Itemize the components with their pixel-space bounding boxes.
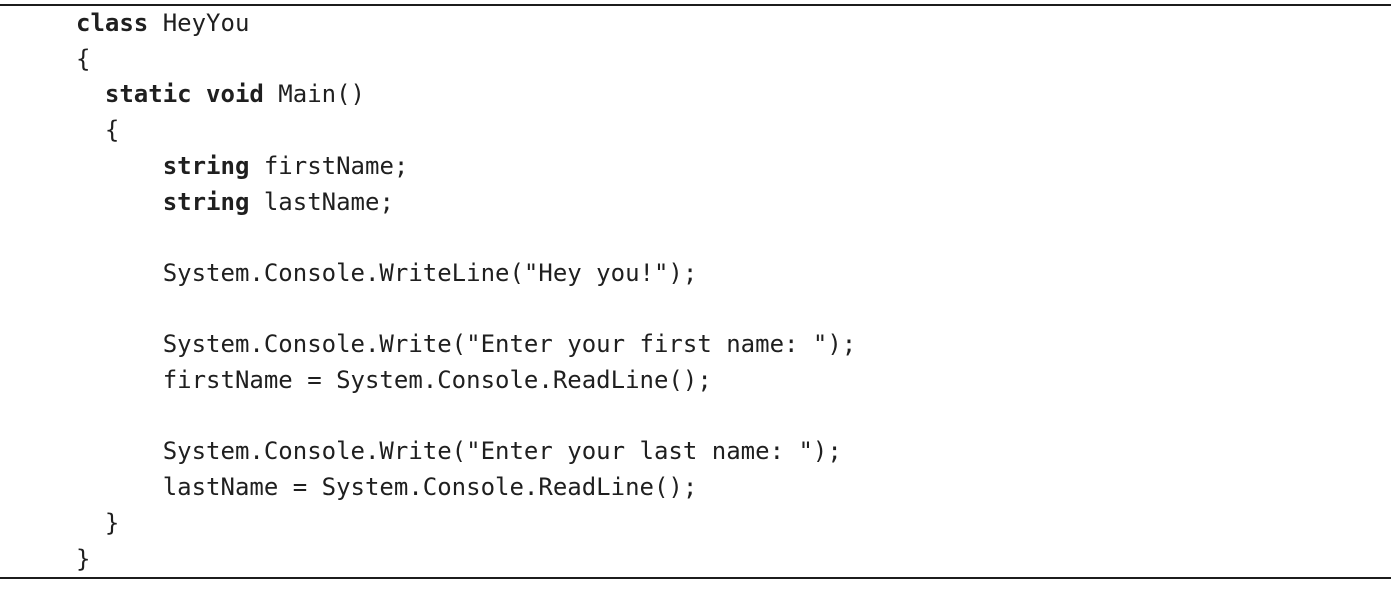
code-line: static void Main() [76, 77, 1391, 113]
code-text: System.Console.WriteLine("Hey you!"); [76, 258, 698, 287]
code-line [76, 292, 1391, 328]
code-text: } [76, 508, 120, 537]
code-text: HeyYou [148, 9, 250, 37]
code-text: firstName; [249, 151, 409, 180]
code-line: } [76, 506, 1391, 542]
code-line: { [76, 113, 1391, 149]
code-line: } [76, 542, 1391, 578]
code-line: string firstName; [76, 149, 1391, 185]
code-text: lastName = System.Console.ReadLine(); [76, 473, 698, 502]
code-text: firstName = System.Console.ReadLine(); [76, 366, 712, 394]
code-line: firstName = System.Console.ReadLine(); [76, 363, 1391, 399]
code-text [76, 80, 105, 108]
code-text: } [76, 544, 91, 573]
code-text: System.Console.Write("Enter your first n… [76, 330, 857, 359]
top-rule [0, 4, 1391, 6]
code-text: { [76, 116, 120, 145]
code-text [76, 152, 163, 180]
code-line [76, 220, 1391, 256]
bottom-rule [0, 577, 1391, 580]
code-text [76, 188, 163, 216]
code-keyword: static void [104, 80, 264, 109]
code-line: System.Console.WriteLine("Hey you!"); [76, 256, 1391, 292]
code-text: Main() [263, 80, 366, 109]
code-line: System.Console.Write("Enter your first n… [76, 327, 1391, 363]
code-listing: class HeyYou{ static void Main() { strin… [0, 6, 1391, 577]
code-text: System.Console.Write("Enter your last na… [76, 437, 842, 466]
code-keyword: class [76, 9, 149, 37]
code-line [76, 399, 1391, 435]
code-line: System.Console.Write("Enter your last na… [76, 434, 1391, 470]
code-keyword: string [162, 187, 250, 216]
code-text: { [76, 44, 91, 73]
code-line: { [76, 42, 1391, 78]
code-keyword: string [162, 151, 250, 180]
code-text: lastName; [249, 187, 394, 216]
code-line: class HeyYou [76, 6, 1391, 42]
code-line: lastName = System.Console.ReadLine(); [76, 470, 1391, 506]
code-line: string lastName; [76, 185, 1391, 221]
